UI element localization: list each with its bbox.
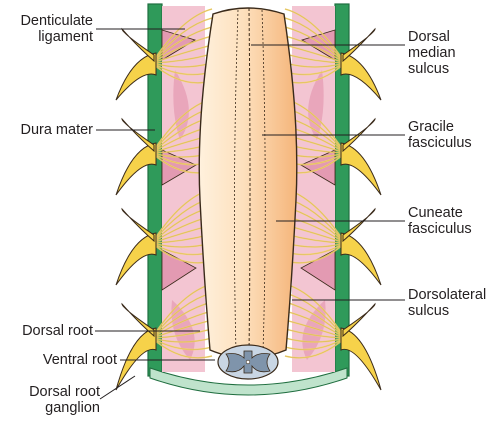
label-cuneate-fasciculus: Cuneate fasciculus (408, 205, 472, 237)
ganglion-right-3 (340, 232, 382, 286)
rootlet-fill-right-1-5 (284, 44, 346, 64)
rootlet-fill-left-1-3 (151, 26, 213, 64)
rootlet-fill-right-4-7 (284, 337, 346, 343)
rootlet-fill-left-1-1 (151, 8, 213, 64)
pink-mid-right (308, 70, 324, 140)
leader-lines (95, 28, 405, 400)
rootlet-fill-left-1-5 (151, 44, 213, 64)
ganglion-right-4 (340, 327, 382, 391)
label-dorsal-median-sulcus: Dorsal median sulcus (408, 29, 456, 77)
label-denticulate-ligament: Denticulate ligament (20, 13, 93, 45)
label-dura-mater: Dura mater (20, 122, 93, 138)
cord-cross-section (217, 344, 279, 380)
rootlet-fill-left-4-8 (151, 337, 213, 351)
label-dorsal-root: Dorsal root (22, 323, 93, 339)
rootlet-fill-left-4-9 (151, 337, 213, 359)
pink-low-right (302, 300, 326, 360)
ganglion-left-3 (115, 232, 157, 286)
central-canal (245, 359, 251, 365)
rootlet-fill-left-1-4 (151, 35, 213, 64)
rootlet-fill-right-1-1 (284, 8, 346, 64)
dura-bottom-rim (149, 367, 348, 396)
rootlet-fill-right-4-4 (284, 310, 346, 339)
rootlet-fill-right-1-4 (284, 35, 346, 64)
spinal-cord (198, 7, 298, 359)
label-dorsal-root-ganglion: Dorsal root ganglion (29, 384, 100, 416)
ganglion-left-1 (115, 52, 157, 101)
rootlet-fill-right-4-6 (284, 328, 346, 339)
label-dorsolateral-sulcus: Dorsolateral sulcus (408, 287, 487, 319)
rootlet-fill-left-1-2 (151, 17, 213, 64)
label-gracile-fasciculus: Gracile fasciculus (408, 119, 472, 151)
rootlet-fill-left-4-7 (151, 337, 213, 343)
spinal-nerve-left-3 (121, 207, 155, 243)
rootlet-fill-right-4-5 (284, 319, 346, 339)
pink-mid-left (173, 70, 189, 140)
rootlet-fill-left-4-6 (151, 328, 213, 339)
ganglion-left-4 (115, 327, 157, 391)
rootlet-fill-right-1-2 (284, 17, 346, 64)
leader-dorsal-root-ganglion (99, 375, 136, 400)
rootlet-fill-right-4-3 (284, 301, 346, 339)
dura-mater-tube (147, 3, 350, 396)
spinal-nerve-right-4 (342, 302, 376, 338)
ganglion-right-2 (340, 142, 382, 196)
pink-low-left (171, 300, 195, 360)
ganglion-right-1 (340, 52, 382, 101)
label-ventral-root: Ventral root (42, 352, 117, 368)
spinal-nerve-left-2 (121, 117, 155, 153)
rootlet-fill-right-1-3 (284, 26, 346, 64)
spinal-nerve-right-3 (342, 207, 376, 243)
rootlet-fill-right-4-9 (284, 337, 346, 359)
rootlet-fill-right-4-8 (284, 337, 346, 351)
dorsal-median-sulcus-line (248, 7, 251, 356)
ganglion-left-2 (115, 142, 157, 196)
